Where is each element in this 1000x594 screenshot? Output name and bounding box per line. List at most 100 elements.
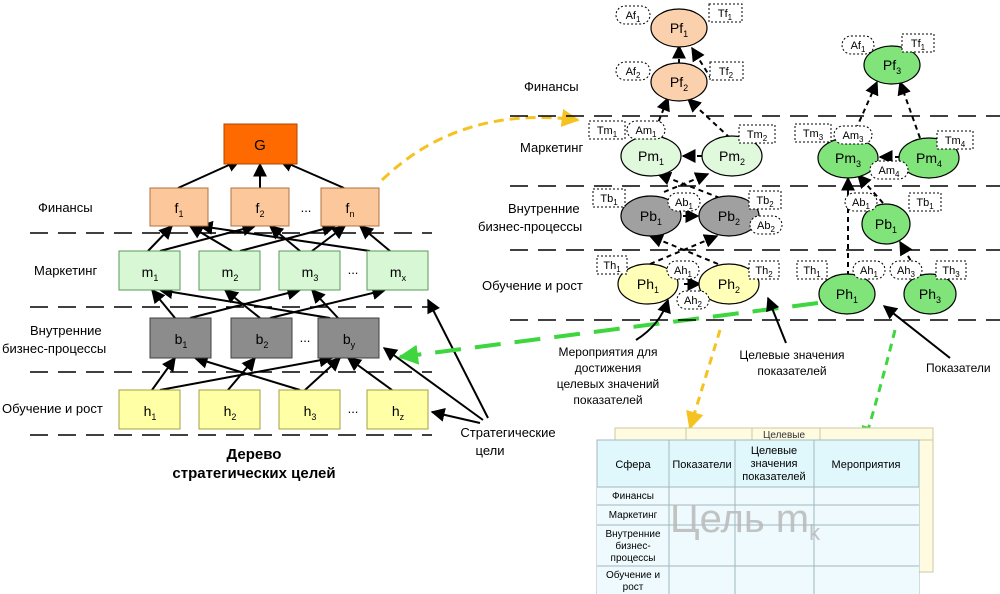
tag-sub: 2 — [636, 71, 641, 80]
map-label-internal-1: Внутренние — [508, 201, 580, 216]
strategic-goals-label-1: Стратегические — [460, 425, 555, 440]
node-sub: 1 — [683, 29, 688, 39]
node-sub: 1 — [657, 217, 662, 227]
svg-text:b2: b2 — [256, 331, 269, 350]
tag-sub: 1 — [652, 130, 657, 139]
svg-text:Ph1: Ph1 — [637, 276, 659, 295]
tag-sub: 1 — [816, 270, 821, 279]
svg-text:m3: m3 — [302, 264, 319, 283]
svg-text:mx: mx — [390, 264, 407, 283]
node-base: f — [346, 200, 350, 216]
svg-text:Pm3: Pm3 — [835, 150, 861, 169]
svg-text:Tm1: Tm1 — [597, 125, 618, 139]
node-sub: 1 — [153, 273, 158, 283]
svg-text:Tm4: Tm4 — [945, 135, 966, 149]
tag-tm2: Tm2 — [738, 124, 776, 144]
tag-tb1: Tb1 — [908, 192, 942, 212]
tag-tm1: Tm1 — [588, 120, 626, 140]
map2-tags: Af1 Tf1 Tm3 Am3 Tm4 Am4 Ab1 Tb1 Th1 Ah1 … — [794, 33, 974, 280]
tag-tf1: Tf1 — [708, 3, 743, 23]
row-finance: Финансы — [612, 491, 654, 502]
tree-caption-line2: стратегических целей — [172, 465, 335, 482]
map1-edges — [648, 44, 731, 291]
svg-text:Ah2: Ah2 — [684, 295, 702, 309]
tag-base: Am — [879, 165, 896, 177]
tag-sub: 2 — [763, 134, 768, 143]
goal-label: G — [254, 137, 266, 154]
marketing-node: m2 — [198, 250, 261, 291]
node-base: Pm — [638, 148, 659, 164]
svg-text:Am1: Am1 — [636, 125, 658, 139]
tag-base: Af — [626, 10, 637, 22]
tag-base: Ah — [674, 265, 687, 277]
tag-base: Ah — [860, 265, 873, 277]
tag-sub: 2 — [769, 200, 774, 209]
tag-th1: Th1 — [796, 260, 828, 280]
node-sub: 3 — [896, 66, 901, 76]
tag-sub: 1 — [874, 270, 879, 279]
table-front-sheet: Сфера Показатели Целевые значения показа… — [596, 439, 920, 594]
measures-callout-3: целевых значений — [557, 377, 660, 391]
map1-callout-pointers — [635, 296, 787, 344]
strategy-map-1: Финансы Маркетинг Внутренние бизнес-проц… — [478, 3, 1000, 407]
node-sub: 2 — [231, 412, 236, 422]
node-sub: 3 — [311, 412, 316, 422]
tag-sub: 3 — [955, 270, 960, 279]
tree-label-finance: Финансы — [38, 200, 93, 215]
tag-sub: 1 — [613, 130, 618, 139]
row-internal-3: процессы — [611, 553, 656, 564]
tag-base: Th — [803, 265, 816, 277]
tree-label-internal-1: Внутренние — [30, 323, 102, 338]
svg-text:Ph3: Ph3 — [919, 286, 941, 305]
yellow-arrow-finance — [380, 109, 580, 182]
targets-callout-2: показателей — [757, 364, 826, 378]
tag-base: Ah — [897, 265, 910, 277]
svg-text:Am4: Am4 — [879, 165, 901, 179]
table-watermark: Цель mk — [670, 497, 821, 545]
svg-text:Pb1: Pb1 — [875, 216, 897, 235]
node-base: Pm — [719, 148, 740, 164]
tag-base: Th — [603, 260, 616, 272]
col-header-indicators: Показатели — [672, 459, 731, 471]
map-separators — [510, 115, 1000, 321]
tag-sub: 4 — [895, 170, 900, 179]
svg-text:Pf1: Pf1 — [670, 20, 688, 39]
node-sub: 2 — [683, 83, 688, 93]
tag-tm3: Tm3 — [794, 123, 832, 143]
svg-text:Ph2: Ph2 — [718, 276, 740, 295]
svg-text:hz: hz — [392, 403, 405, 422]
svg-text:Af1: Af1 — [851, 40, 866, 54]
internal-node: by — [317, 317, 380, 359]
svg-text:Th3: Th3 — [942, 265, 960, 279]
tag-sub: 1 — [929, 202, 934, 211]
svg-text:Pf2: Pf2 — [670, 74, 688, 93]
map2-node-ph1: Ph1 — [818, 273, 876, 315]
tag-sub: 2 — [768, 270, 773, 279]
node-base: b — [256, 331, 264, 347]
svg-text:Af1: Af1 — [626, 10, 641, 24]
tag-base: Tf — [718, 8, 729, 20]
map-node-pf1: Pf1 — [650, 8, 708, 48]
map-node-pb1: Pb1 — [620, 195, 682, 237]
row-internal-1: Внутренние — [605, 529, 661, 540]
tag-base: Af — [626, 66, 637, 78]
node-base: h — [144, 403, 152, 419]
node-sub: x — [402, 273, 407, 283]
svg-text:fn: fn — [346, 200, 355, 219]
tag-sub: 1 — [636, 15, 641, 24]
tag-base: Tm — [945, 135, 961, 147]
goal-table: Целевые Сфера Показатели Целевые значени… — [596, 427, 934, 594]
svg-text:m2: m2 — [222, 264, 239, 283]
map-node-pm2: Pm2 — [701, 135, 763, 177]
tag-tb1: Tb1 — [592, 188, 626, 208]
node-base: m — [142, 264, 154, 280]
col-header-targets-3: показателей — [742, 471, 805, 483]
node-sub: 1 — [654, 285, 659, 295]
marketing-node: m1 — [118, 250, 181, 291]
tag-ah1: Ah1 — [666, 260, 700, 280]
tag-base: Tm — [803, 128, 819, 140]
node-sub: 1 — [178, 209, 183, 219]
map-node-pf2: Pf2 — [650, 62, 708, 102]
row-marketing: Маркетинг — [609, 510, 658, 521]
tag-sub: 1 — [688, 270, 693, 279]
